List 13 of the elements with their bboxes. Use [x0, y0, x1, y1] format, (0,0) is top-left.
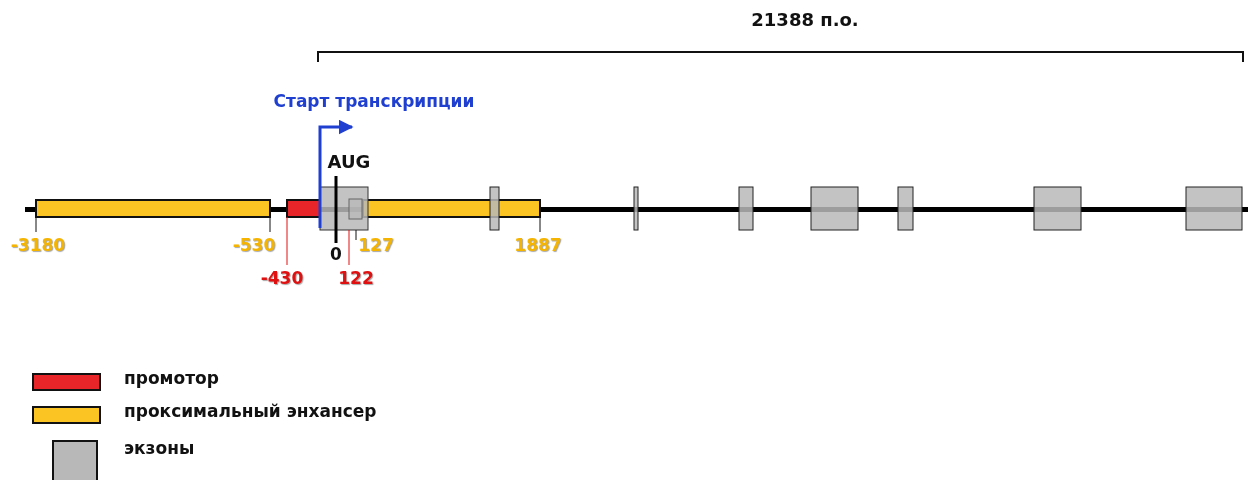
position-label: -430: [260, 270, 304, 287]
position-label: 127: [358, 237, 394, 254]
position-label: 1887: [514, 237, 562, 254]
position-label: -3180: [10, 237, 66, 254]
legend-label: промотор: [124, 370, 219, 387]
legend-label: проксимальный энхансер: [124, 403, 377, 420]
codon-label: AUG: [327, 153, 371, 171]
position-label: 0: [330, 246, 342, 263]
annotation-label: Старт транскрипции: [273, 93, 475, 110]
legend-label: экзоны: [124, 440, 195, 457]
dimension-label: 21388 п.о.: [751, 11, 859, 29]
position-label: 122: [338, 270, 374, 287]
position-label: -530: [232, 237, 276, 254]
